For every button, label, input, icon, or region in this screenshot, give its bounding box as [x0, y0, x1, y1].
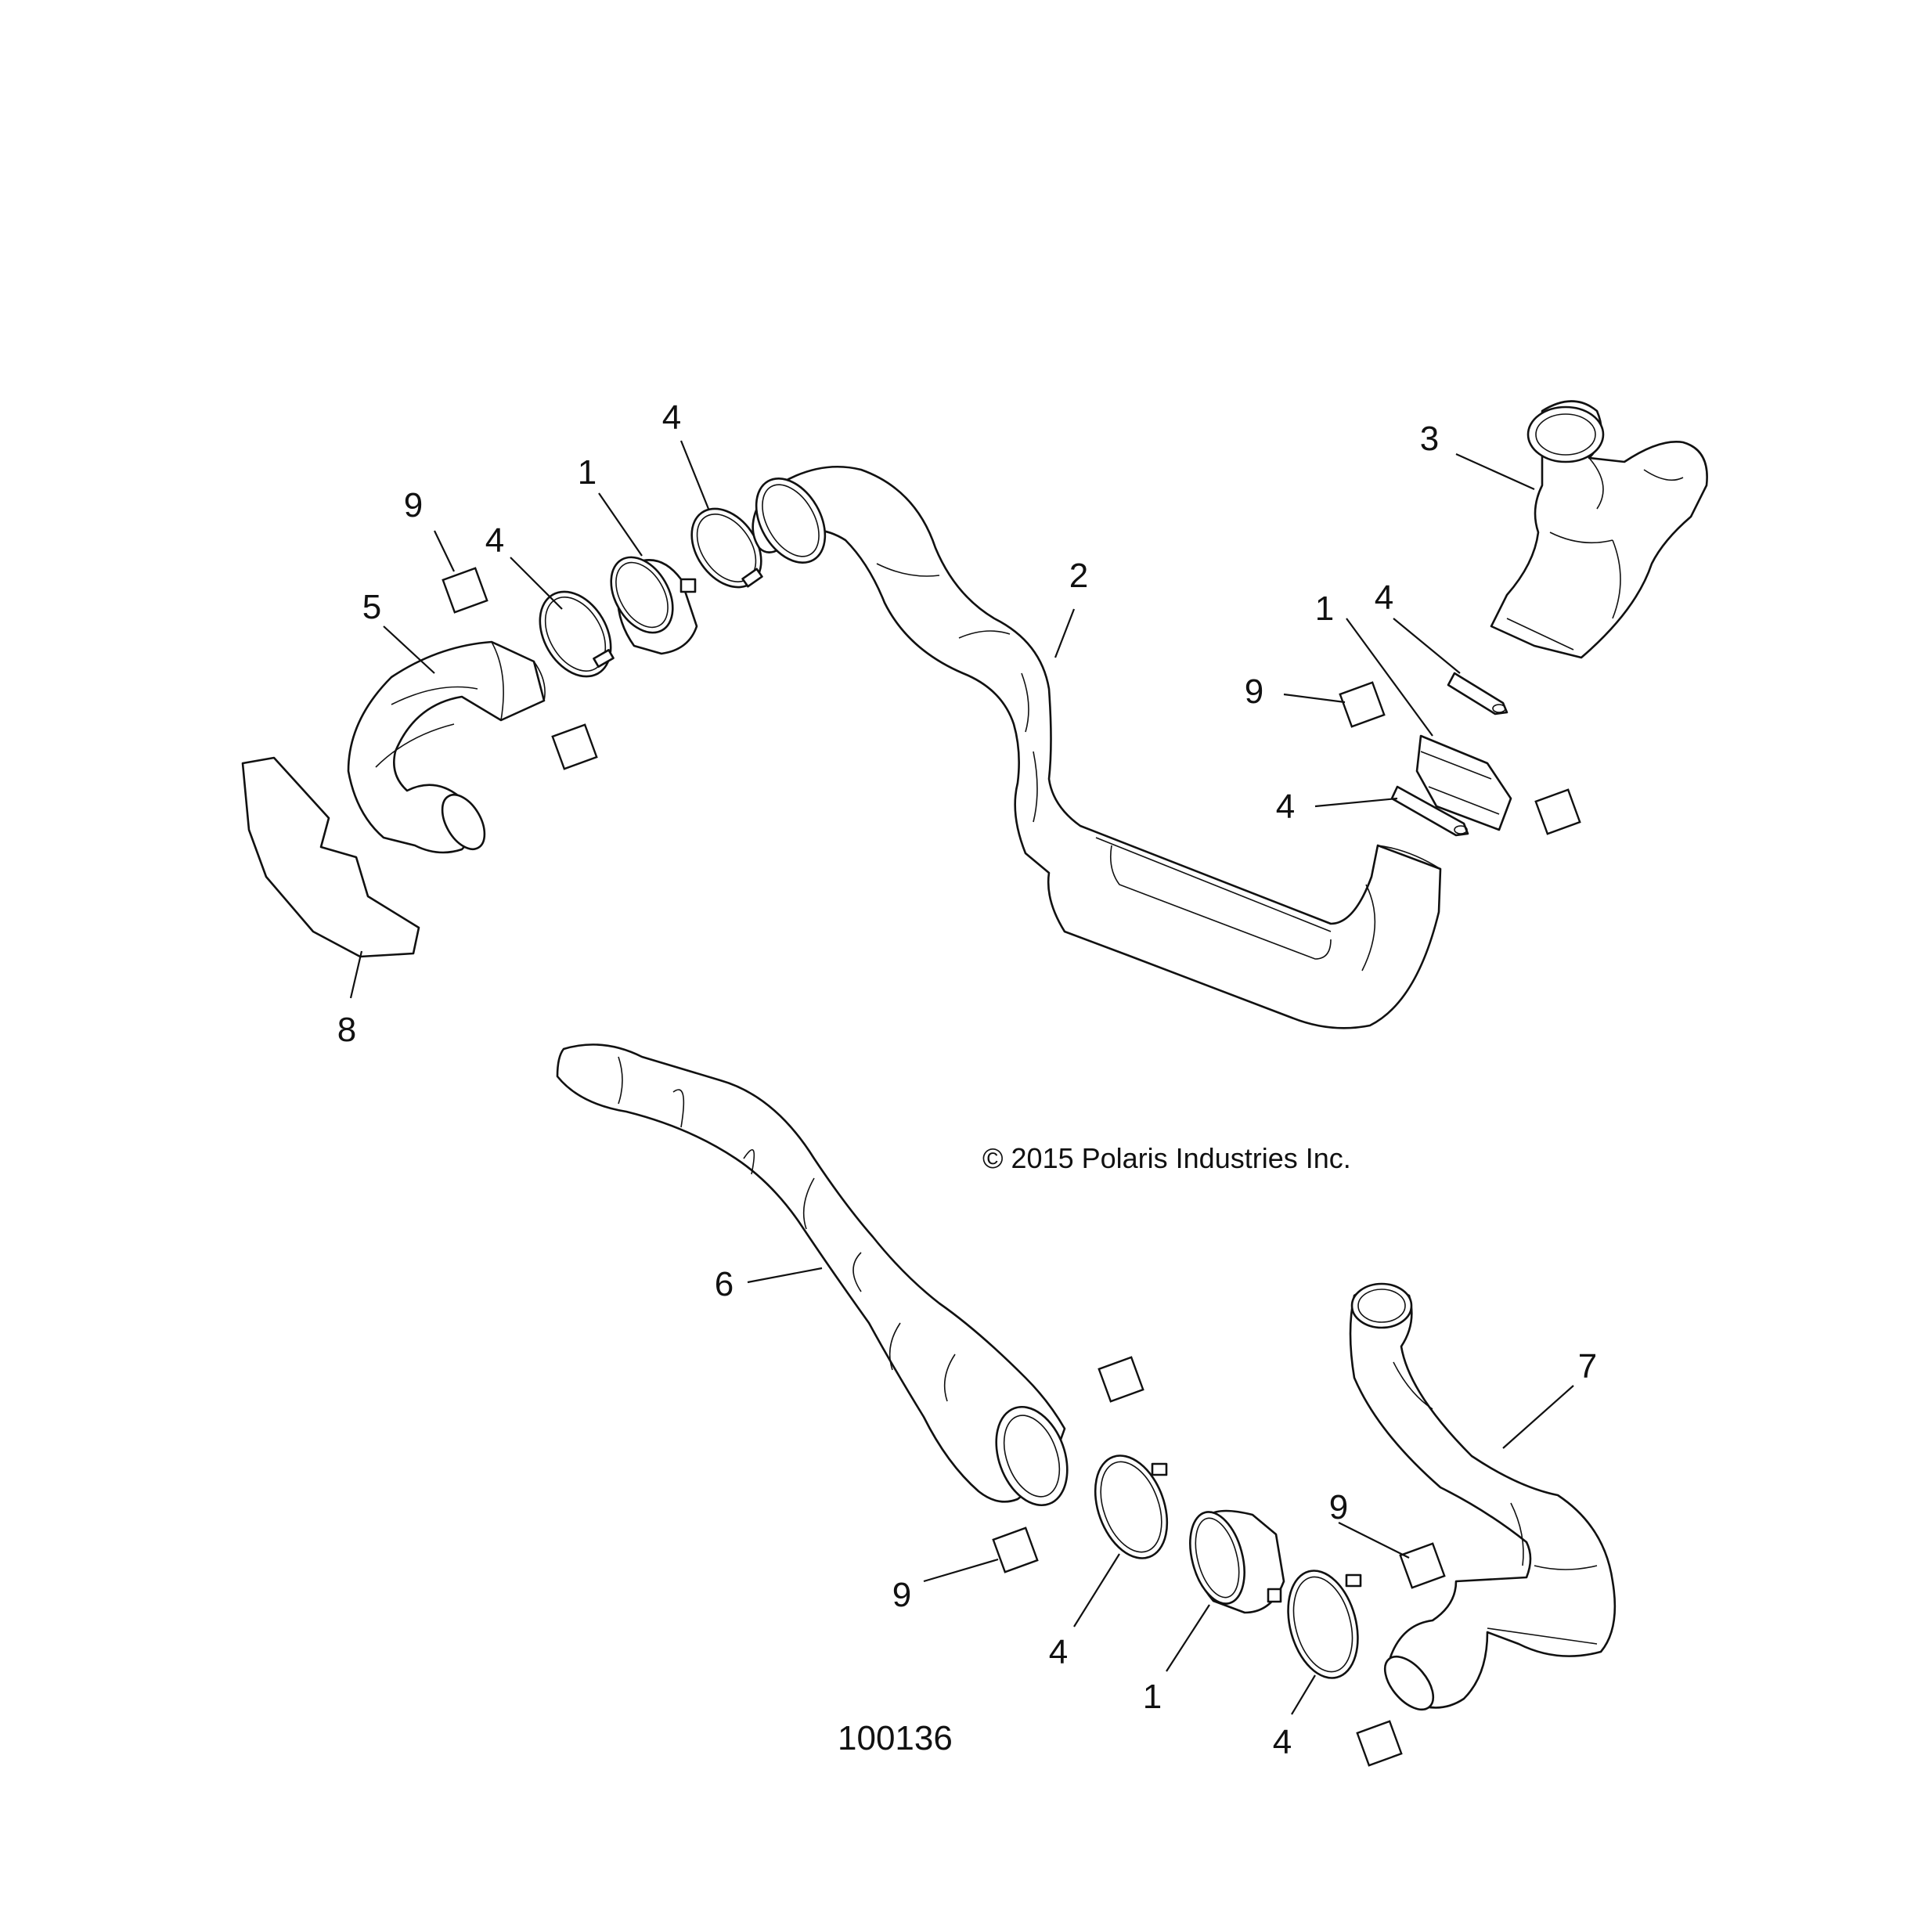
part-4-clamp-a — [539, 590, 615, 678]
marker-9-mid — [1339, 681, 1386, 728]
part-4-clamp-b — [690, 507, 763, 589]
callout-4-e: 4 — [1049, 1633, 1068, 1671]
marker-9-bottom-left — [992, 1526, 1039, 1573]
part-4-clamp-d — [1390, 785, 1469, 837]
part-4-clamp-c — [1447, 672, 1508, 715]
part-1-coupler-b — [1415, 734, 1512, 831]
callout-9-bottom-left: 9 — [892, 1576, 911, 1614]
callout-6: 6 — [715, 1265, 734, 1303]
part-1-coupler-c — [1189, 1509, 1285, 1614]
marker-9-bottom-right — [1399, 1542, 1446, 1589]
callout-2: 2 — [1069, 557, 1088, 595]
callout-4-a: 4 — [485, 521, 504, 560]
part-7-lower-right-duct — [1349, 1282, 1617, 1711]
part-2-long-duct — [752, 465, 1442, 1029]
callout-3: 3 — [1420, 420, 1439, 458]
callout-4-b: 4 — [662, 398, 681, 437]
marker-left-mid — [551, 723, 598, 770]
part-3-manifold-duct — [1490, 400, 1708, 659]
part-4-clamp-e — [1094, 1454, 1169, 1559]
part-6-lower-duct — [556, 1043, 1069, 1507]
marker-right-mid — [1534, 788, 1581, 835]
callout-4-d: 4 — [1276, 788, 1295, 826]
callout-9-right: 9 — [1329, 1488, 1348, 1526]
part-8-heat-shield — [241, 756, 420, 958]
callout-1-b: 1 — [1315, 589, 1334, 628]
callout-1-a: 1 — [578, 453, 597, 492]
callout-1-c: 1 — [1143, 1678, 1162, 1716]
callout-8: 8 — [337, 1011, 356, 1049]
diagram-id: 100136 — [838, 1719, 953, 1757]
callout-7: 7 — [1578, 1347, 1597, 1386]
leader-lines — [349, 440, 1574, 1715]
callout-4-f: 4 — [1273, 1723, 1292, 1761]
callout-4-c: 4 — [1375, 579, 1393, 617]
callout-9-mid: 9 — [1245, 672, 1263, 711]
callout-5: 5 — [362, 588, 381, 626]
copyright-text: © 2015 Polaris Industries Inc. — [982, 1142, 1351, 1174]
part-5-elbow-duct — [347, 640, 546, 854]
part-4-clamp-f — [1287, 1570, 1362, 1679]
callout-9-top: 9 — [404, 486, 423, 524]
marker-bottom-right — [1356, 1720, 1403, 1767]
marker-9-top — [442, 567, 488, 614]
part-1-coupler-a — [610, 556, 698, 655]
marker-center — [1098, 1356, 1144, 1403]
